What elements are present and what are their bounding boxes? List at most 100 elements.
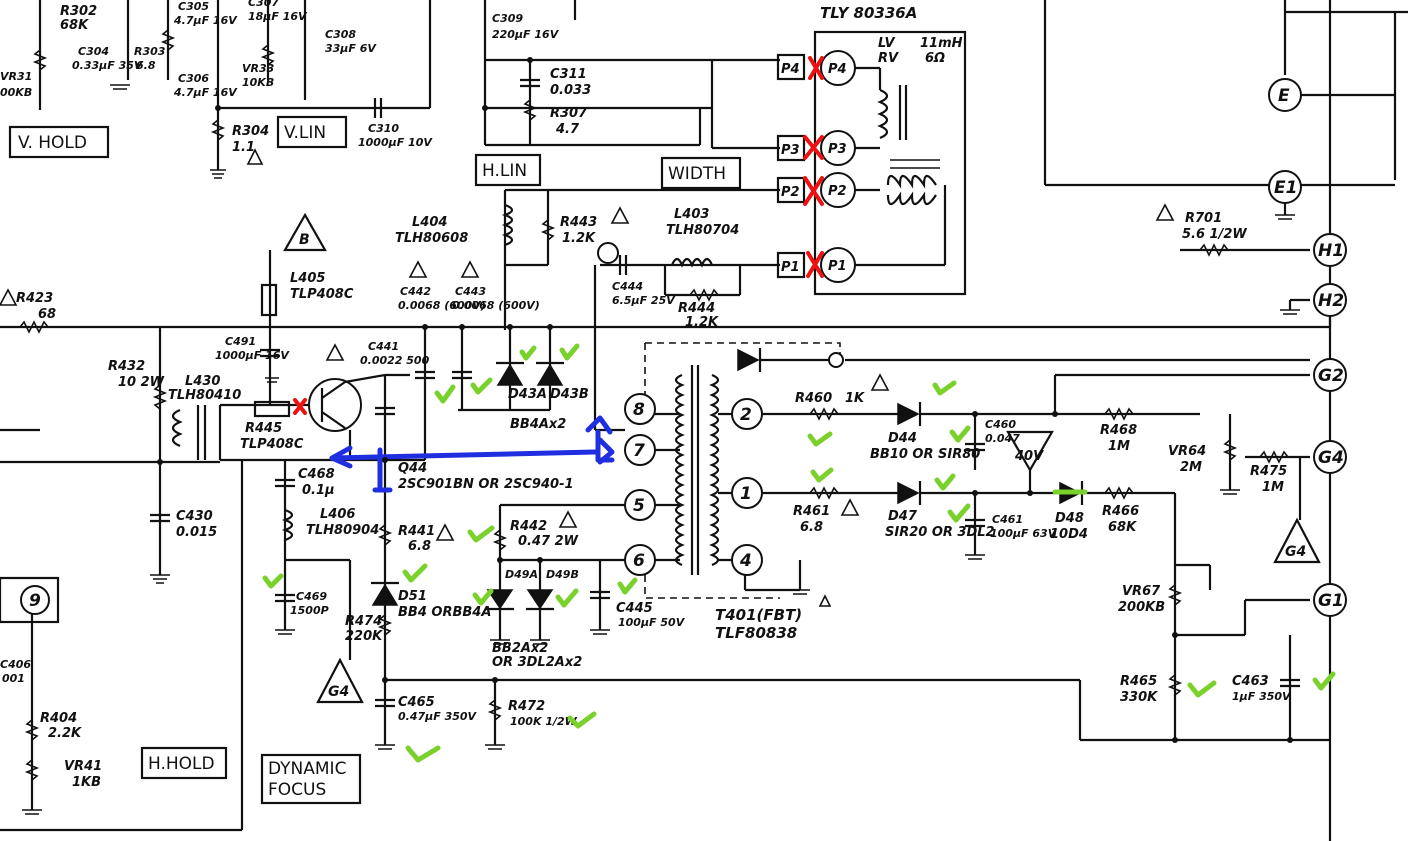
reference-triangles: B G4 G4 40V bbox=[283, 212, 1321, 704]
val-l430: TLH80410 bbox=[168, 388, 241, 403]
ref-c430: C430 bbox=[176, 509, 213, 524]
grounds bbox=[22, 84, 1300, 815]
fbt-pin-7: 7 bbox=[633, 441, 645, 461]
ref-c463: C463 bbox=[1232, 674, 1269, 689]
val-c442: 0.0068 (600V) bbox=[398, 299, 486, 312]
connector-9: 9 bbox=[0, 576, 60, 624]
val-c311: 0.033 bbox=[550, 83, 591, 98]
val-c444: 6.5µF 25V bbox=[612, 294, 676, 307]
pin-box-p4: P4 bbox=[781, 62, 800, 77]
val-r441: 6.8 bbox=[408, 539, 431, 554]
ref-r466: R466 bbox=[1102, 504, 1139, 519]
val-c441: 0.0022 500 bbox=[360, 354, 430, 367]
ref-c307: C307 bbox=[248, 0, 279, 9]
transistor-q44 bbox=[253, 373, 386, 432]
val-c491: 1000µF 16V bbox=[215, 349, 290, 362]
node-g1: G1 bbox=[1318, 591, 1344, 611]
val-l403: TLH80704 bbox=[666, 223, 739, 238]
ref-c309: C309 bbox=[492, 12, 523, 25]
val-c468: 0.1µ bbox=[302, 483, 335, 498]
ref-40v: 40V bbox=[1014, 449, 1044, 464]
ref-r423: R423 bbox=[16, 291, 53, 306]
ref-r303: R303 bbox=[134, 45, 166, 58]
node-h1: H1 bbox=[1318, 241, 1344, 261]
val-r474: 220K bbox=[345, 629, 383, 644]
val-c443: 0.0068 (600V) bbox=[452, 299, 540, 312]
transformer-title: TLY 80336A bbox=[820, 4, 917, 22]
ref-r475: R475 bbox=[1250, 464, 1287, 479]
val-c463: 1µF 350V bbox=[1232, 690, 1292, 703]
ref-d51: D51 bbox=[398, 589, 427, 604]
ref-c445: C445 bbox=[616, 601, 653, 616]
ref-r304: R304 bbox=[232, 124, 269, 139]
val-r432: 10 2W bbox=[118, 375, 165, 390]
ref-r701: R701 bbox=[1185, 211, 1222, 226]
pin-circle-p4: P4 bbox=[828, 62, 847, 77]
junction-dots bbox=[157, 57, 1293, 743]
val-c406: 001 bbox=[2, 672, 25, 685]
val-r304: 1.1 bbox=[232, 140, 255, 155]
val-r468: 1M bbox=[1108, 439, 1130, 454]
val-d51: BB4 ORBB4A bbox=[398, 605, 491, 620]
crt-nodes: E E1 H1 H2 G2 G4 G1 bbox=[1268, 78, 1347, 617]
fbt-pin-4: 4 bbox=[739, 551, 752, 571]
val-c469: 1500P bbox=[290, 604, 329, 617]
ref-vr64: VR64 bbox=[1168, 444, 1206, 459]
ref-c443: C443 bbox=[455, 285, 486, 298]
ref-r444: R444 bbox=[678, 301, 715, 316]
transformer-top: TLY 80336A LV RV 11mH 6Ω P4 P4 P3 P3 P2 … bbox=[776, 4, 963, 283]
fbt-pin-1: 1 bbox=[740, 484, 752, 504]
red-x-marks bbox=[293, 56, 824, 415]
val-c465: 0.47µF 350V bbox=[398, 710, 478, 723]
pin-circle-p1: P1 bbox=[828, 259, 847, 274]
val-vr33: 10KB bbox=[242, 76, 274, 89]
v-lin-label: V.LIN bbox=[284, 123, 326, 143]
node-e: E bbox=[1278, 86, 1290, 106]
ref-d49a: D49A bbox=[505, 568, 538, 581]
val-r461: 6.8 bbox=[800, 520, 823, 535]
val-c310: 1000µF 10V bbox=[358, 136, 433, 149]
val-c306: 4.7µF 16V bbox=[173, 86, 238, 99]
val-l406: TLH80904 bbox=[306, 523, 379, 538]
ref-r461: R461 bbox=[793, 504, 830, 519]
val-c308: 33µF 6V bbox=[325, 42, 377, 55]
ref-l405: L405 bbox=[290, 271, 325, 286]
val-vr41: 1KB bbox=[72, 775, 101, 790]
ref-l403: L403 bbox=[674, 207, 709, 222]
ref-d47: D47 bbox=[888, 509, 918, 524]
ref-r442: R442 bbox=[510, 519, 547, 534]
resistance-label: 6Ω bbox=[925, 51, 945, 66]
ref-c306: C306 bbox=[178, 72, 209, 85]
ref-r307: R307 bbox=[550, 106, 588, 121]
ref-l406: L406 bbox=[320, 507, 355, 522]
ref-c441: C441 bbox=[368, 340, 399, 353]
val-c461: 100µF 63V bbox=[990, 527, 1058, 540]
capacitors bbox=[150, 78, 1300, 708]
val-r475: 1M bbox=[1262, 480, 1284, 495]
fbt-pin-6: 6 bbox=[633, 551, 645, 571]
h-lin-label: H.LIN bbox=[482, 161, 527, 181]
pin-circle-p3: P3 bbox=[828, 142, 847, 157]
pin-box-p3: P3 bbox=[781, 143, 800, 158]
blue-annotation bbox=[329, 415, 615, 493]
val-c445: 100µF 50V bbox=[618, 616, 686, 629]
ref-g4-left: G4 bbox=[328, 684, 349, 700]
ref-r302: R302 bbox=[60, 4, 97, 19]
ref-c305: C305 bbox=[178, 0, 209, 13]
val-c307: 18µF 16V bbox=[248, 10, 308, 23]
coils bbox=[171, 85, 940, 575]
ref-r460: R460 bbox=[795, 391, 832, 406]
val-d48: 10D4 bbox=[1050, 527, 1088, 542]
val-vr64: 2M bbox=[1180, 460, 1202, 475]
ref-c308: C308 bbox=[325, 28, 356, 41]
connector-9-label: 9 bbox=[29, 591, 41, 611]
ref-vr31: VR31 bbox=[0, 70, 32, 83]
ref-g4-right: G4 bbox=[1285, 544, 1306, 560]
val-r442: 0.47 2W bbox=[518, 534, 579, 549]
ref-r441: R441 bbox=[398, 524, 435, 539]
ref-r445: R445 bbox=[245, 421, 282, 436]
ref-r472: R472 bbox=[508, 699, 545, 714]
pin-circle-p2: P2 bbox=[828, 184, 847, 199]
ref-c460: C460 bbox=[985, 418, 1016, 431]
